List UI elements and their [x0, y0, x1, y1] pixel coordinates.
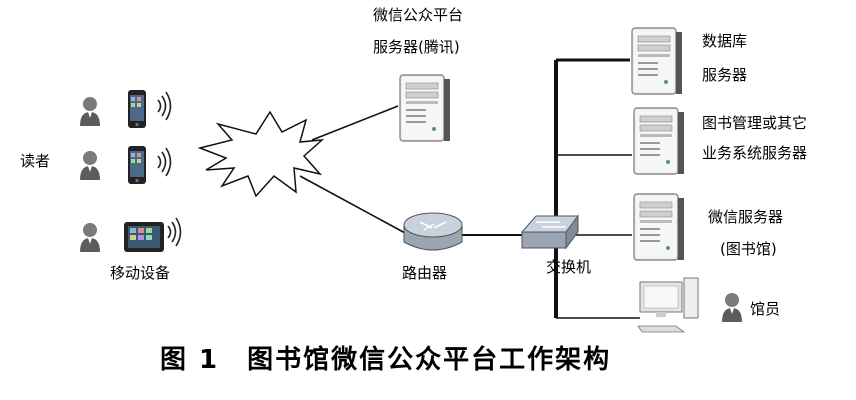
tablet-icon	[124, 222, 164, 252]
person-icon	[80, 151, 100, 180]
wifi-signal-icon	[157, 147, 172, 177]
desktop-computer-icon	[637, 277, 699, 333]
server-icon	[633, 193, 685, 261]
library-mgmt-server-label-line1: 图书管理或其它	[702, 114, 807, 132]
smartphone-icon	[128, 90, 146, 128]
mobile-devices-label: 移动设备	[110, 264, 170, 282]
server-icon	[399, 74, 451, 142]
link-cloud-platform	[311, 105, 399, 141]
server-icon	[631, 27, 683, 95]
link-cloud-router	[299, 175, 406, 234]
router-icon	[403, 212, 463, 251]
server-icon	[633, 107, 685, 175]
router-label: 路由器	[402, 264, 447, 282]
library-mgmt-server-label-line2: 业务系统服务器	[702, 144, 807, 162]
wechat-server-label-line1: 微信服务器	[708, 208, 783, 226]
smartphone-icon	[128, 146, 146, 184]
wechat-platform-label-line1: 微信公众平台	[373, 6, 463, 24]
database-server-label-line2: 服务器	[702, 66, 747, 84]
wifi-signal-icon	[157, 91, 172, 121]
person-icon	[80, 223, 100, 252]
cloud-internet-icon	[197, 110, 325, 198]
wifi-signal-icon	[167, 217, 182, 247]
librarian-label: 馆员	[750, 300, 780, 318]
person-icon	[722, 293, 742, 322]
figure-caption: 图 1 图书馆微信公众平台工作架构	[160, 344, 611, 375]
switch-icon	[520, 214, 579, 250]
switch-label: 交换机	[546, 258, 591, 276]
database-server-label-line1: 数据库	[702, 32, 747, 50]
connection-lines	[299, 58, 640, 319]
wechat-server-label-line2: (图书馆)	[720, 240, 777, 258]
person-icon	[80, 97, 100, 126]
wechat-platform-label-line2: 服务器(腾讯)	[373, 38, 460, 56]
readers-label: 读者	[20, 152, 50, 170]
